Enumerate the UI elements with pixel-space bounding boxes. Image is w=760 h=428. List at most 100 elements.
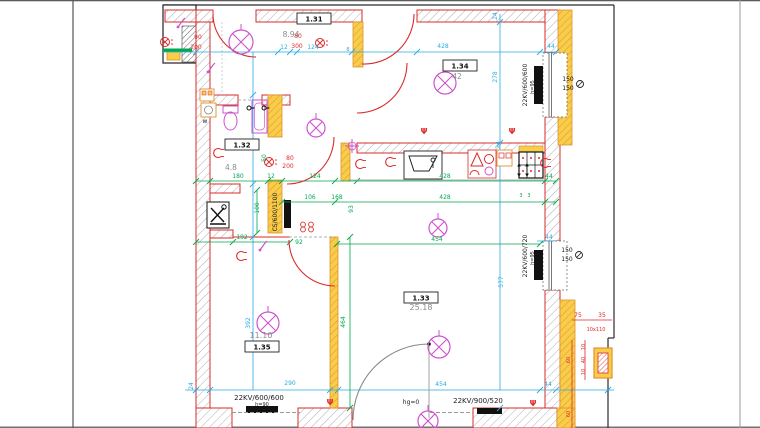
- socket-arc-icon: [236, 250, 245, 262]
- wall-light-dot: [275, 159, 277, 161]
- door-swing-arc: [286, 136, 335, 185]
- ceiling-lamp-icon: [430, 338, 448, 356]
- dim-tick: [552, 198, 560, 206]
- arrow-ud-icon: [517, 173, 521, 177]
- dim-label-red: 60: [566, 411, 572, 417]
- room-area: 8.94: [283, 30, 300, 39]
- room-area: 11.10: [250, 331, 273, 340]
- dim-label-green: 12: [267, 173, 275, 180]
- dim-tick: [192, 48, 200, 56]
- dim-label-red: 60: [566, 357, 572, 363]
- room-number-box: [224, 138, 260, 151]
- dim-label-cyan: 24: [188, 382, 195, 390]
- dim-tick: [192, 177, 200, 185]
- switch-icon: [206, 70, 210, 74]
- wall-light-icon: [316, 39, 324, 47]
- kv-panel-top: [534, 66, 543, 104]
- kitchen-sink-basin: [408, 155, 438, 172]
- dim-label-red: 300: [291, 43, 303, 50]
- cs-panel: [284, 200, 291, 228]
- door-swing-arc: [361, 13, 415, 65]
- dim-label-black: w: [203, 118, 208, 125]
- wall-partition: [556, 407, 576, 428]
- room-number: 1.33: [412, 295, 429, 303]
- kv-niche-top: [542, 52, 568, 118]
- dim-tick: [536, 240, 544, 248]
- meter-icon: [576, 80, 584, 88]
- appliance-cell: [201, 90, 207, 96]
- room-number: 1.35: [253, 344, 270, 352]
- dim-label-red: 200: [282, 163, 294, 170]
- dim-label-cyan: 278: [492, 71, 499, 83]
- stove-warning-triangle: [470, 151, 484, 167]
- dim-tick: [274, 48, 282, 56]
- ceiling-lamp-icon: [259, 314, 277, 332]
- dim-label-cyan: 44: [547, 43, 555, 50]
- wall-masonry: [356, 142, 546, 154]
- dim-tick: [264, 177, 272, 185]
- dim-label-red: 35: [598, 312, 606, 319]
- room-area: 4.8: [225, 163, 237, 172]
- dim-tick: [206, 386, 214, 394]
- dim-label-cyan: 44: [544, 381, 552, 388]
- fixtures-layer: [199, 88, 545, 229]
- dim-tick: [331, 198, 339, 206]
- room-number-box: [296, 12, 332, 25]
- dim-label-green: 93: [348, 205, 355, 213]
- door-swing-arc: [352, 343, 430, 421]
- dim-label-black: 150: [561, 247, 573, 254]
- room-number-box: [403, 291, 439, 304]
- room-number: 1.34: [451, 63, 468, 71]
- junction-icon: [308, 221, 314, 228]
- dim-tick: [552, 48, 560, 56]
- dim-label-red: 40: [581, 357, 587, 363]
- shafts-and-niches: [221, 22, 613, 414]
- dim-label-black: 150: [562, 85, 574, 92]
- dim-label-green: 180: [232, 173, 244, 180]
- socket-psi-icon: Ψ: [509, 127, 516, 136]
- socket-psi-icon: Ψ: [421, 127, 428, 136]
- appliance-cell: [207, 90, 213, 96]
- socket-arc-icon: [213, 147, 222, 159]
- wall-masonry: [195, 9, 214, 23]
- dim-label-red: 10x110: [587, 327, 606, 333]
- valve-icon: [246, 105, 252, 111]
- hvac-symbol-glyph: [210, 207, 226, 225]
- dim-tick: [334, 386, 342, 394]
- dim-tick: [541, 177, 549, 185]
- room-number: 1.31: [305, 16, 322, 24]
- dim-label-green: 92: [295, 239, 303, 246]
- dim-label-cyan: 290: [284, 380, 296, 387]
- arrow-ud-icon: [525, 173, 529, 177]
- dim-tick: [206, 177, 214, 185]
- dim-label-black: h=95: [530, 80, 536, 94]
- dim-label-red: 10: [581, 344, 587, 350]
- bathtub: [251, 99, 268, 134]
- room-number: 1.32: [233, 142, 250, 150]
- socket-arc-icon: [355, 158, 364, 170]
- washing-machine-drum: [204, 105, 213, 115]
- dim-tick: [348, 48, 356, 56]
- dim-label-green: 3: [519, 193, 522, 199]
- dim-label-green: 50: [261, 154, 268, 162]
- dim-label-cyan: 12: [280, 44, 288, 51]
- socket-arc-icon: [385, 156, 394, 168]
- wall-light-icon: [161, 38, 169, 46]
- room-number-box: [442, 59, 478, 72]
- switch-icon: [177, 17, 186, 28]
- dim-tick: [229, 238, 237, 246]
- dim-label-red: 80: [294, 33, 302, 40]
- dim-tick: [333, 240, 341, 248]
- hvac-symbol-dot: [221, 204, 227, 210]
- meter-icon: [575, 251, 583, 259]
- dim-label-green: 168: [331, 194, 343, 201]
- dim-tick: [496, 139, 504, 147]
- dim-label-black: hg=0: [403, 399, 420, 406]
- switchboard-dot: [522, 157, 524, 159]
- dim-label-black: 22KV/600/720: [522, 235, 529, 278]
- kv-panel-bottom-left: [246, 406, 278, 413]
- outlet-cell: [505, 152, 512, 159]
